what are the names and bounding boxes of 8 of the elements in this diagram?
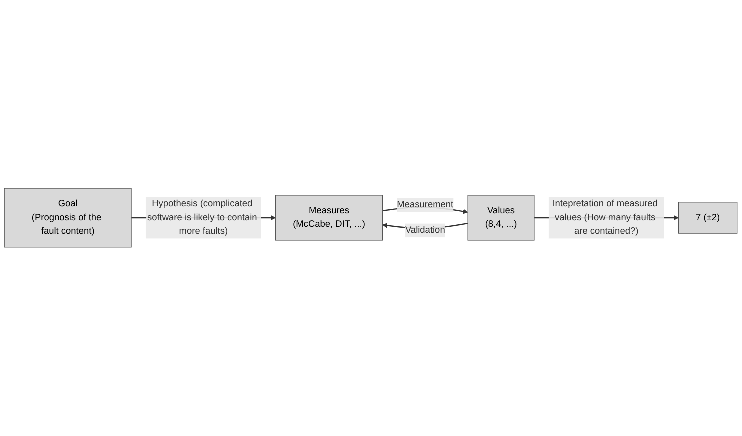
edge-label: Hypothesis (complicated software is likely to contain more faults) bbox=[147, 198, 258, 236]
edge-label: Measurement bbox=[397, 200, 454, 210]
node-box: Values (8,4, ...) bbox=[468, 195, 535, 241]
node-box: Goal (Prognosis of the fault content) bbox=[4, 188, 132, 248]
node-box: Measures (McCabe, DIT, ...) bbox=[276, 195, 384, 241]
edge-label: Intepretation of measured values (How many faults are contained?) bbox=[552, 198, 658, 236]
node-box: 7 (±2) bbox=[678, 202, 738, 234]
edge-label: Validation bbox=[405, 226, 446, 236]
